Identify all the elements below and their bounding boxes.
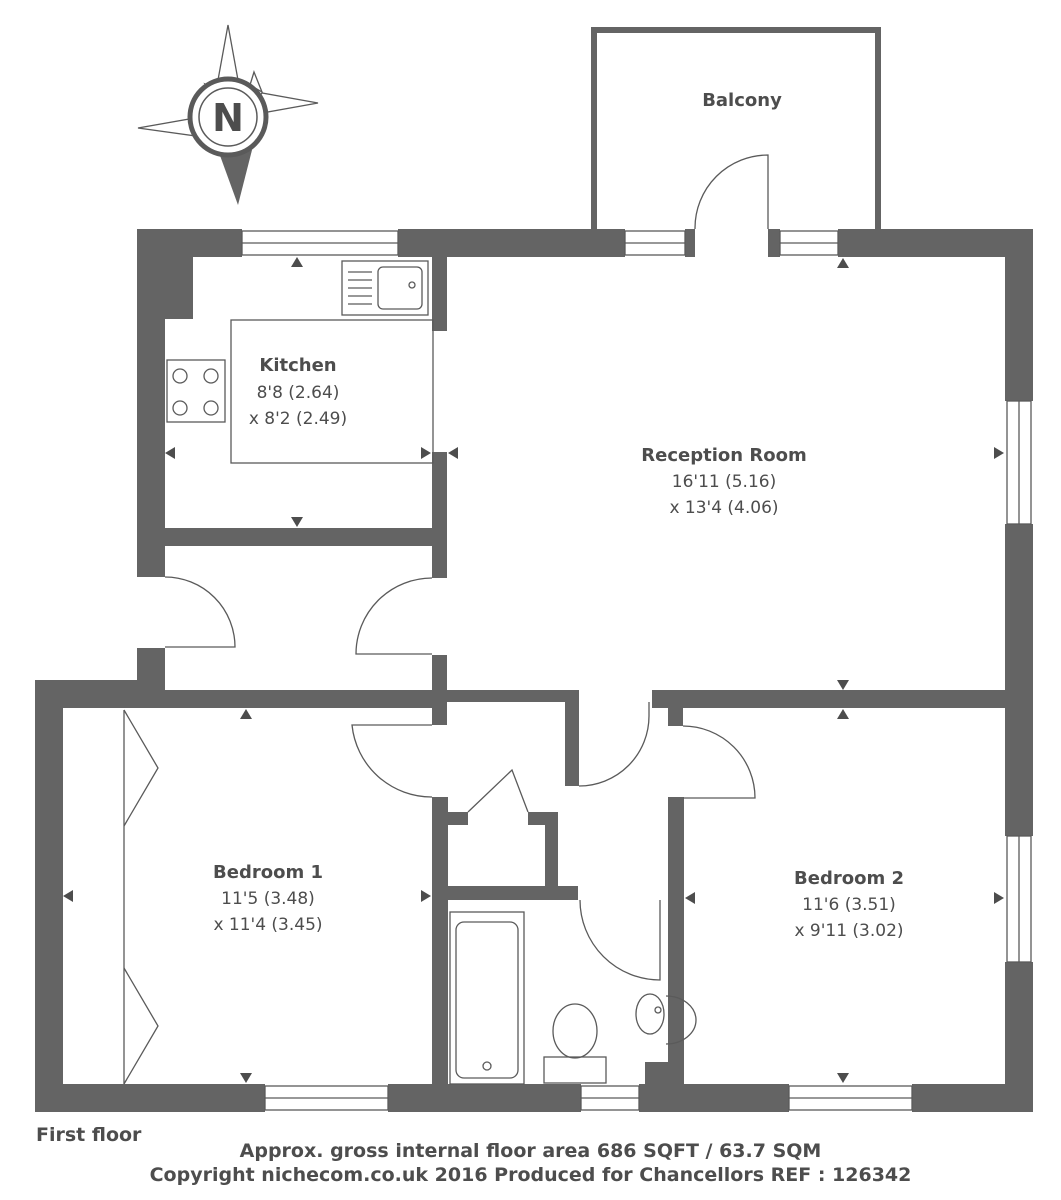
reception-dim1: 16'11 (5.16)	[672, 472, 776, 492]
balcony-outline	[591, 27, 881, 230]
wall-corridor-top	[447, 690, 577, 702]
bath-inner	[455, 921, 519, 1079]
arrow-up	[837, 258, 849, 268]
doors	[123, 154, 769, 1085]
wall-right-lower	[1005, 962, 1033, 1112]
kitchen-sink	[341, 260, 429, 316]
floor-label: First floor	[36, 1124, 142, 1146]
sink-bowl	[377, 266, 423, 310]
wall-left-outer	[35, 680, 63, 1112]
arrow-down	[291, 517, 303, 527]
wall-left-kitchen	[137, 229, 165, 577]
wall-kitchen-bottom	[165, 528, 447, 546]
wall-corridor-stub	[565, 690, 579, 786]
wall-bedroom1-top	[137, 690, 447, 708]
wall-bottom-left	[35, 1084, 265, 1112]
arrow-right	[421, 890, 431, 902]
arrow-down	[240, 1073, 252, 1083]
wall-top-right	[838, 229, 1033, 257]
room-labels: Balcony Kitchen 8'8 (2.64) x 8'2 (2.49) …	[213, 90, 904, 941]
wall-top-middle	[398, 229, 625, 257]
wardrobe-door-upper	[123, 709, 159, 827]
arrow-right	[994, 892, 1004, 904]
windows	[241, 230, 1032, 1111]
door-corridor	[578, 702, 650, 787]
compass-label: N	[212, 96, 244, 140]
bedroom1-dim2: x 11'4 (3.45)	[213, 915, 322, 935]
bath	[449, 911, 525, 1085]
kitchen-dim2: x 8'2 (2.49)	[249, 409, 347, 429]
door-kitchen-hall	[355, 577, 433, 655]
hob-ring	[172, 368, 188, 384]
wall-bedroom2-top	[652, 690, 1033, 708]
wall-right-upper	[1005, 229, 1033, 401]
arrow-down	[837, 1073, 849, 1083]
basin-outer	[665, 995, 697, 1045]
bedroom2-name: Bedroom 2	[794, 868, 904, 889]
bedroom2-dim2: x 9'11 (3.02)	[794, 921, 903, 941]
wall-bedroom2-door-jamb	[668, 708, 683, 726]
wall-bedroom2-left	[668, 797, 684, 1112]
wall-kitchen-right-upper	[432, 257, 447, 331]
reception-name: Reception Room	[641, 445, 806, 466]
interior-walls	[137, 257, 1033, 1112]
arrow-right	[994, 447, 1004, 459]
wall-right-middle	[1005, 524, 1033, 836]
wall-bottom-middle	[388, 1084, 581, 1112]
hob-ring	[203, 368, 219, 384]
wall-bathroom-top	[432, 886, 578, 900]
kitchen-dim1: 8'8 (2.64)	[257, 383, 340, 403]
arrow-down	[837, 680, 849, 690]
reception-dim2: x 13'4 (4.06)	[669, 498, 778, 518]
arrow-up	[837, 709, 849, 719]
arrow-left	[685, 892, 695, 904]
arrow-up	[291, 257, 303, 267]
toilet-cistern	[543, 1056, 607, 1084]
wall-kitchen-right-lower	[432, 452, 447, 578]
toilet-bowl	[552, 1003, 598, 1059]
door-bedroom2	[682, 725, 756, 799]
door-bathroom	[579, 899, 661, 981]
door-balcony	[694, 154, 769, 229]
door-bedroom1	[351, 724, 433, 798]
hob	[166, 359, 226, 423]
arrow-up	[240, 709, 252, 719]
wall-top-door-jamb-right	[768, 229, 780, 257]
door-cupboard	[467, 768, 529, 813]
wall-cupboard-left-return	[432, 812, 468, 825]
kitchen-name: Kitchen	[259, 355, 336, 376]
bedroom1-dim1: 11'5 (3.48)	[221, 889, 315, 909]
arrow-right	[421, 447, 431, 459]
floor-area-text: Approx. gross internal floor area 686 SQ…	[239, 1140, 822, 1162]
compass: N	[137, 24, 319, 205]
wall-top-door-jamb	[685, 229, 695, 257]
arrow-left	[63, 890, 73, 902]
bedroom2-dim1: 11'6 (3.51)	[802, 895, 896, 915]
bathroom-fixtures	[449, 911, 697, 1085]
kitchen-worktop	[230, 319, 434, 464]
wall-bedroom1-right	[432, 797, 448, 1112]
hob-ring	[172, 400, 188, 416]
door-hall-left	[164, 576, 236, 648]
wall-bathroom-corner	[645, 1062, 684, 1112]
arrow-left	[165, 447, 175, 459]
arrow-left	[448, 447, 458, 459]
wall-cupboard-right	[545, 812, 558, 892]
balcony-left-rail	[591, 27, 597, 230]
balcony-name: Balcony	[702, 90, 782, 111]
kitchen-fixtures	[166, 260, 434, 464]
wardrobe-door-lower	[123, 967, 159, 1085]
balcony-top-rail	[591, 27, 881, 33]
hob-ring	[203, 400, 219, 416]
basin	[635, 993, 665, 1035]
dimension-arrows	[63, 257, 1004, 1083]
compass-inner-ring	[198, 87, 258, 147]
outer-walls	[35, 229, 1033, 1112]
copyright-text: Copyright nichecom.co.uk 2016 Produced f…	[149, 1164, 912, 1186]
balcony-right-rail	[875, 27, 881, 230]
bedroom1-name: Bedroom 1	[213, 862, 323, 883]
